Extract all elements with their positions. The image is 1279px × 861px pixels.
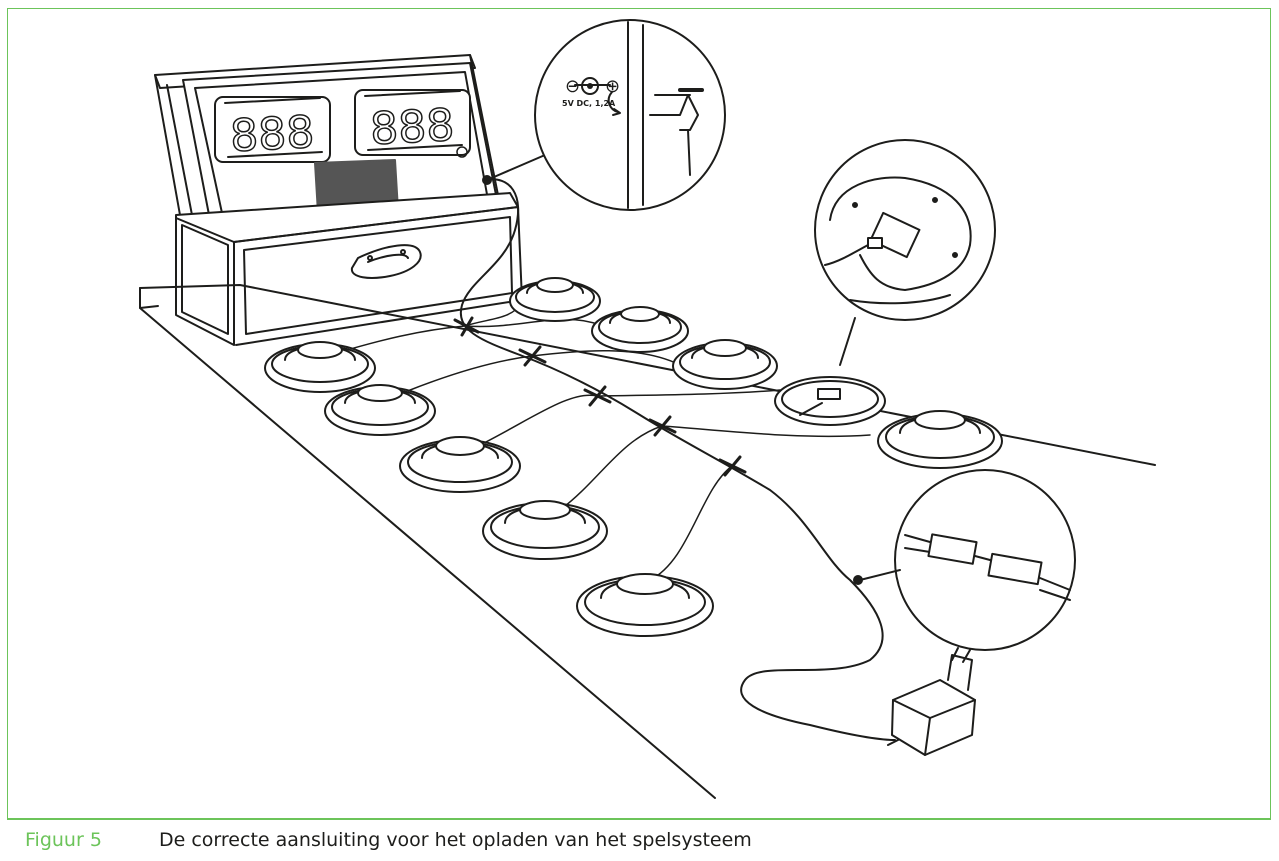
game-button bbox=[672, 339, 778, 390]
plus-symbol: ⊕ bbox=[605, 76, 620, 97]
main-cable bbox=[459, 178, 896, 741]
scoreboard-box bbox=[154, 54, 523, 346]
button-underside-inset bbox=[814, 139, 996, 321]
handle bbox=[350, 244, 422, 279]
power-adapter-icon bbox=[887, 647, 976, 756]
rating-label: 5V DC, 1,2A bbox=[562, 99, 616, 108]
game-button bbox=[482, 500, 608, 560]
power-button-icon bbox=[456, 146, 468, 158]
charging-illustration: 888 888 ⊖ ⊕ 5V DC, 1,2A bbox=[139, 19, 1156, 799]
display-left: 888 bbox=[229, 107, 316, 162]
game-button bbox=[324, 384, 436, 436]
power-inset bbox=[534, 19, 726, 211]
game-buttons bbox=[264, 277, 1003, 637]
figure-frame bbox=[7, 8, 1271, 819]
plug-connector-inset bbox=[894, 469, 1076, 651]
game-button-underside bbox=[774, 376, 886, 426]
game-button bbox=[591, 306, 689, 353]
game-button bbox=[877, 410, 1003, 469]
figure-number: Figuur 5 bbox=[25, 829, 102, 851]
game-button bbox=[264, 341, 376, 393]
figure-caption: De correcte aansluiting voor het opladen… bbox=[159, 829, 752, 851]
figure-caption-bar: Figuur 5 De correcte aansluiting voor he… bbox=[7, 818, 1271, 861]
minus-symbol: ⊖ bbox=[565, 76, 580, 97]
branch-cables bbox=[329, 302, 871, 581]
game-button bbox=[399, 436, 521, 493]
game-button bbox=[576, 573, 714, 637]
display-right: 888 bbox=[369, 100, 456, 155]
game-button bbox=[509, 277, 601, 322]
